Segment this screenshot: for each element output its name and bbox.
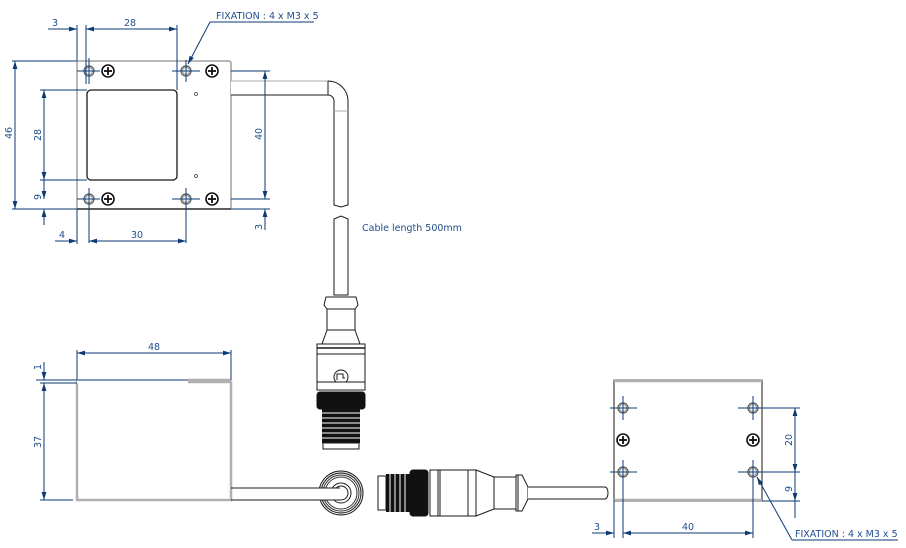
cable-length-note: Cable length 500mm <box>362 223 462 234</box>
side-view: 48 1 37 <box>33 342 364 516</box>
screw-icon <box>205 192 219 206</box>
top-view: 3 28 FIXATION : 4 x M3 x 5 46 28 9 40 3 … <box>4 11 349 244</box>
dim-overall-height: 46 <box>4 127 15 139</box>
dim-left-offset: 3 <box>52 18 58 29</box>
fixation-note-end: FIXATION : 4 x M3 x 5 <box>795 529 898 540</box>
connector-vertical <box>316 296 366 450</box>
connector-horizontal <box>377 469 609 517</box>
dim-left-hole-offset: 4 <box>59 230 65 241</box>
dim-end-hole-spacing-horizontal: 40 <box>682 522 694 533</box>
screw-icon <box>101 64 115 78</box>
dim-side-width: 48 <box>148 342 160 353</box>
screw-icon <box>101 192 115 206</box>
end-view: 20 9 3 40 FIXATION : 4 x M3 x 5 <box>592 379 898 541</box>
dim-bottom-hole-offset: 9 <box>33 194 44 200</box>
screw-icon <box>616 433 630 447</box>
dim-bottom-right-offset: 3 <box>254 224 265 230</box>
dim-side-lip: 1 <box>33 364 44 370</box>
dim-hole-spacing-top: 28 <box>124 18 136 29</box>
dim-end-bottom-offset: 9 <box>784 486 795 492</box>
screw-icon <box>746 433 760 447</box>
dim-window-height: 28 <box>33 129 44 141</box>
manufacturer-logo-icon <box>333 369 349 385</box>
dim-side-height: 37 <box>33 436 44 448</box>
fixation-note-top: FIXATION : 4 x M3 x 5 <box>216 11 319 22</box>
dim-end-left-offset: 3 <box>594 522 600 533</box>
cable: Cable length 500mm <box>333 215 462 296</box>
connector-end-view <box>316 470 364 516</box>
dim-hole-spacing-vertical: 40 <box>254 128 265 140</box>
screw-icon <box>205 64 219 78</box>
dim-hole-spacing-bottom: 30 <box>131 230 143 241</box>
dim-end-hole-spacing-vertical: 20 <box>784 434 795 446</box>
sensor-window <box>86 89 178 181</box>
